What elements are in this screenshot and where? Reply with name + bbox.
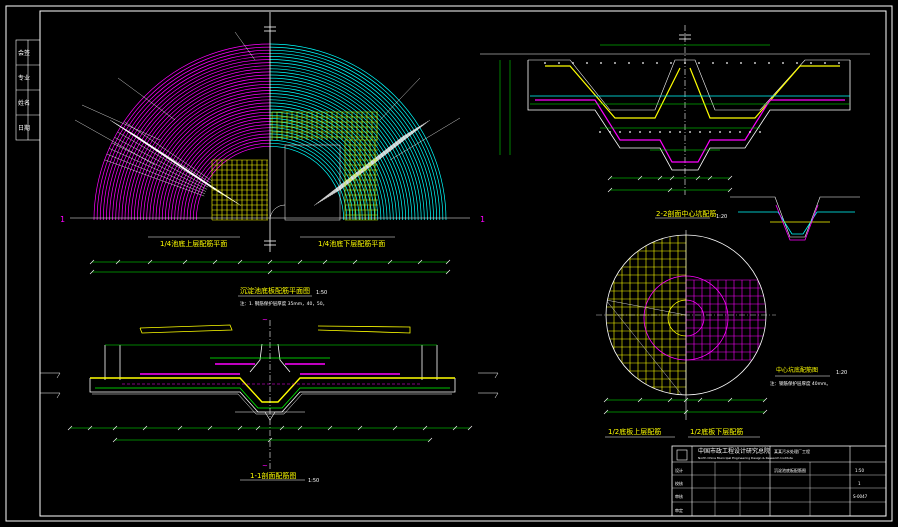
title-section-22: 2-2剖面中心坑配筋 [656,209,716,218]
tb-scale: 1:50 [855,468,864,473]
inner-frame [39,10,887,517]
title-quarter-top: 1/4池底上层配筋平面 [160,239,227,248]
title-section-22-scale: 1:20 [716,214,727,220]
title-pit-scale: 1:20 [836,370,847,376]
tb-row-2: 审核 [675,493,683,499]
side-label-1: 专业 [18,74,30,82]
side-strip: 会签 专业 姓名 日期 [15,39,41,141]
sym-marker-bottom: ~ [262,462,268,470]
section-1-1[interactable]: ~ ~ 1-1剖面配筋图 1:50 [40,316,499,484]
tb-row-0: 设计 [675,467,683,473]
tb-sheet: 1 [858,481,861,486]
title-pit-plan: 中心坑底配筋图 [776,366,818,374]
outer-frame [5,5,893,522]
tb-number: S-0047 [853,494,868,499]
side-label-0: 会签 [18,49,30,57]
tb-row-1: 校核 [675,480,683,486]
side-label-3: 日期 [18,124,30,132]
tb-drawing: 沉淀池底板配筋图 [774,467,806,473]
section-marker-right: 1 [480,215,485,224]
plan-note: 注：1. 钢筋保护层厚度 35mm，40，50。 [240,300,327,307]
pit-note: 注：钢筋保护层厚度 40mm。 [770,380,831,387]
sym-marker-top: ~ [262,316,268,324]
title-plan-scale: 1:50 [316,290,327,296]
title-section-11: 1-1剖面配筋图 [250,471,296,480]
section-marker-left: 1 [60,215,65,224]
tb-project: 某某污水处理厂工程 [774,448,810,454]
semicircle-annotations: 1 1 1/4池底上层配筋平面 1/4池底下层配筋平面 沉淀池底板配筋平面图 1… [60,12,485,307]
company-logo-icon [676,449,688,461]
title-quarter-bottom: 1/4池底下层配筋平面 [318,239,385,248]
tb-company: 中国市政工程设计研究总院 [698,447,770,455]
title-block: 中国市政工程设计研究总院 North China Municipal Engin… [671,445,887,517]
semicircle-plan[interactable] [93,43,447,221]
tb-row-3: 审定 [675,507,683,513]
side-label-2: 姓名 [18,99,30,107]
title-plan-main: 沉淀池底板配筋平面图 [240,286,310,295]
pit-plan[interactable]: 中心坑底配筋图 1:20 注：钢筋保护层厚度 40mm。 1/2底板上层配筋 1… [596,230,847,438]
section-2-2[interactable]: 2-2剖面中心坑配筋 1:20 [480,25,870,241]
title-pit-half-bottom: 1/2底板下层配筋 [690,427,743,436]
tb-company-en: North China Municipal Engineering Design… [698,456,793,460]
title-section-11-scale: 1:50 [308,478,319,484]
title-pit-half-top: 1/2底板上层配筋 [608,427,661,436]
